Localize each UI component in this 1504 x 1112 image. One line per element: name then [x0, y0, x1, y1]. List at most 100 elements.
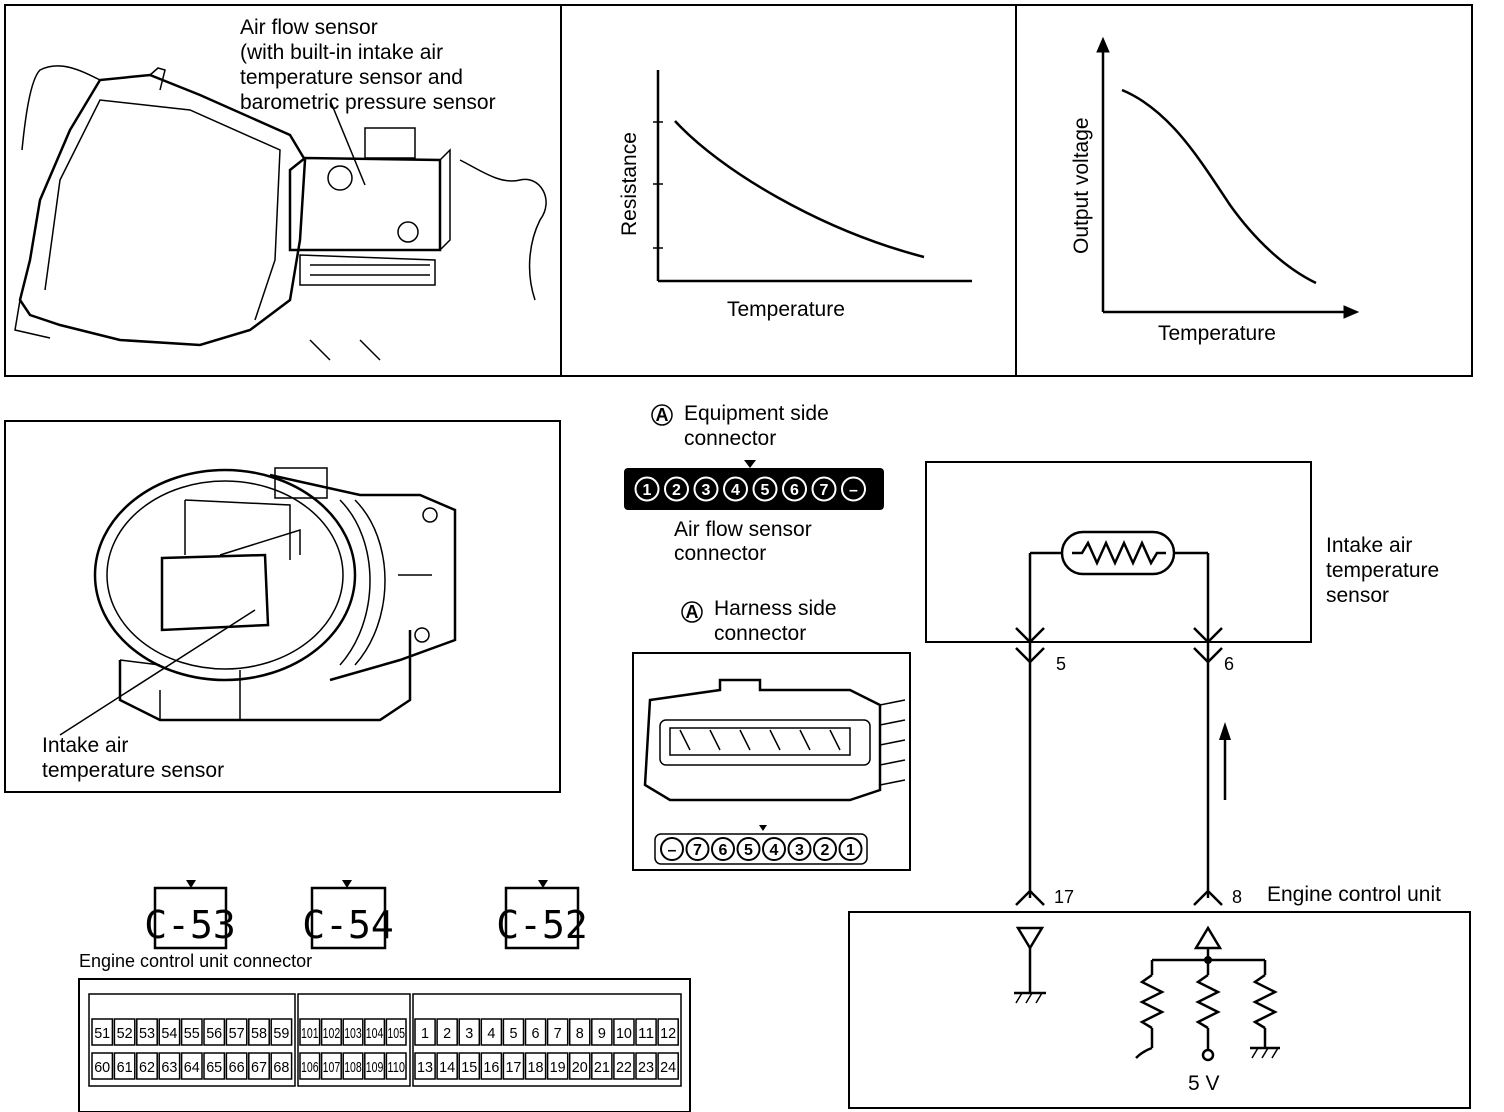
code-c53: C-53	[144, 880, 236, 950]
sensor-pin-5-label: 5	[1056, 654, 1066, 674]
ecu-cavity: 67	[248, 1052, 270, 1080]
voltage-curve	[1121, 88, 1317, 285]
ecu-cavity: 106	[299, 1052, 321, 1080]
equipment-pin: 6	[782, 476, 807, 502]
ecu-cavity: 16	[480, 1052, 503, 1080]
thermistor-symbol	[1060, 530, 1176, 576]
ecu-cavity: 10	[613, 1018, 635, 1046]
svg-text:64: 64	[184, 1059, 200, 1076]
harness-connector-frame	[632, 652, 911, 871]
harness-pin: 5	[736, 837, 761, 861]
harness-pin: 7	[685, 837, 710, 861]
ecu-cavity: 63	[158, 1052, 181, 1080]
ecu-cavity: 55	[180, 1018, 203, 1046]
equipment-pin: 2	[664, 476, 689, 502]
ecu-cavity: 62	[136, 1052, 158, 1080]
ecu-cavity: 108	[342, 1052, 364, 1080]
equipment-pin: 5	[752, 476, 778, 502]
ecu-cavity: 8	[568, 1018, 591, 1046]
ecu-cavity: 60	[91, 1052, 114, 1080]
svg-text:14: 14	[439, 1059, 455, 1076]
svg-text:8: 8	[576, 1025, 584, 1042]
svg-text:101: 101	[301, 1025, 319, 1042]
harness-key-mark	[759, 825, 767, 831]
circuit-wires	[1015, 551, 1223, 906]
svg-text:102: 102	[323, 1025, 341, 1042]
svg-text:19: 19	[550, 1059, 566, 1076]
supply-voltage-label: 5 V	[1188, 1072, 1220, 1095]
ecu-cavity: 6	[524, 1018, 547, 1046]
svg-text:65: 65	[206, 1059, 222, 1076]
ecu-cavity: 9	[591, 1018, 613, 1046]
harness-pin: 1	[838, 837, 863, 861]
ecu-cavity: 13	[414, 1052, 436, 1080]
resistance-graph	[653, 70, 972, 283]
ecu-cavity: 58	[248, 1018, 270, 1046]
ecu-cavity: 3	[458, 1018, 481, 1046]
resistance-x-label: Temperature	[727, 298, 845, 321]
equipment-title-line-2: connector	[684, 427, 776, 450]
voltage-y-label: Output voltage	[1070, 117, 1093, 254]
svg-text:A: A	[656, 405, 669, 425]
svg-text:66: 66	[229, 1059, 245, 1076]
equipment-caption-line-1: Air flow sensor	[674, 518, 812, 541]
svg-text:3: 3	[465, 1025, 473, 1042]
ecu-cavity: 15	[458, 1052, 481, 1080]
svg-text:6: 6	[532, 1025, 540, 1042]
svg-text:107: 107	[323, 1059, 341, 1076]
ecu-cavity: 52	[113, 1018, 136, 1046]
svg-text:C-52: C-52	[496, 903, 588, 947]
ecu-cavity: 19	[546, 1052, 569, 1080]
harness-pin: –	[660, 837, 684, 861]
current-direction-arrow	[1219, 722, 1231, 800]
svg-text:C-53: C-53	[144, 903, 236, 947]
ecu-block-2	[297, 993, 411, 1087]
ecu-cavity: 51	[91, 1018, 114, 1046]
ecu-cavity: 24	[657, 1052, 679, 1080]
ecu-cavity: 17	[502, 1052, 525, 1080]
svg-text:53: 53	[139, 1025, 155, 1042]
ecu-cavity: 54	[158, 1018, 181, 1046]
air-flow-label-line-3: temperature sensor and	[240, 66, 463, 89]
harness-title-line-2: connector	[714, 622, 806, 645]
svg-text:59: 59	[273, 1025, 289, 1042]
svg-text:3: 3	[702, 482, 711, 499]
svg-text:13: 13	[417, 1059, 433, 1076]
svg-text:106: 106	[301, 1059, 319, 1076]
svg-text:4: 4	[731, 482, 740, 499]
svg-text:2: 2	[672, 482, 681, 499]
ecu-frame	[848, 911, 1471, 1109]
ecu-cavity: 68	[270, 1052, 293, 1080]
svg-text:62: 62	[139, 1059, 155, 1076]
ecu-cavity: 102	[320, 1018, 342, 1046]
svg-text:5: 5	[761, 482, 770, 499]
ecu-cavity: 53	[136, 1018, 158, 1046]
svg-text:C-54: C-54	[302, 903, 394, 947]
svg-text:6: 6	[790, 482, 799, 499]
svg-text:56: 56	[206, 1025, 222, 1042]
ecu-cavity: 18	[524, 1052, 547, 1080]
svg-text:67: 67	[251, 1059, 267, 1076]
voltage-y-arrow	[1096, 36, 1110, 53]
svg-text:104: 104	[366, 1025, 384, 1042]
ecu-cavity: 64	[180, 1052, 203, 1080]
ecu-connector-label: Engine control unit connector	[79, 951, 312, 971]
air-flow-label-line-1: Air flow sensor	[240, 16, 378, 39]
svg-text:15: 15	[461, 1059, 477, 1076]
svg-text:108: 108	[344, 1059, 362, 1076]
svg-text:58: 58	[251, 1025, 267, 1042]
harness-pin: 4	[762, 837, 786, 861]
svg-text:51: 51	[94, 1025, 110, 1042]
ecu-cavity: 66	[225, 1052, 248, 1080]
ecu-block-1	[88, 993, 296, 1087]
equipment-pin: –	[841, 476, 866, 502]
svg-text:10: 10	[616, 1025, 632, 1042]
equipment-pin: 3	[693, 476, 719, 502]
svg-text:3: 3	[795, 842, 804, 859]
resistance-y-label: Resistance	[618, 132, 641, 236]
code-c54: C-54	[302, 880, 394, 950]
svg-text:18: 18	[528, 1059, 544, 1076]
